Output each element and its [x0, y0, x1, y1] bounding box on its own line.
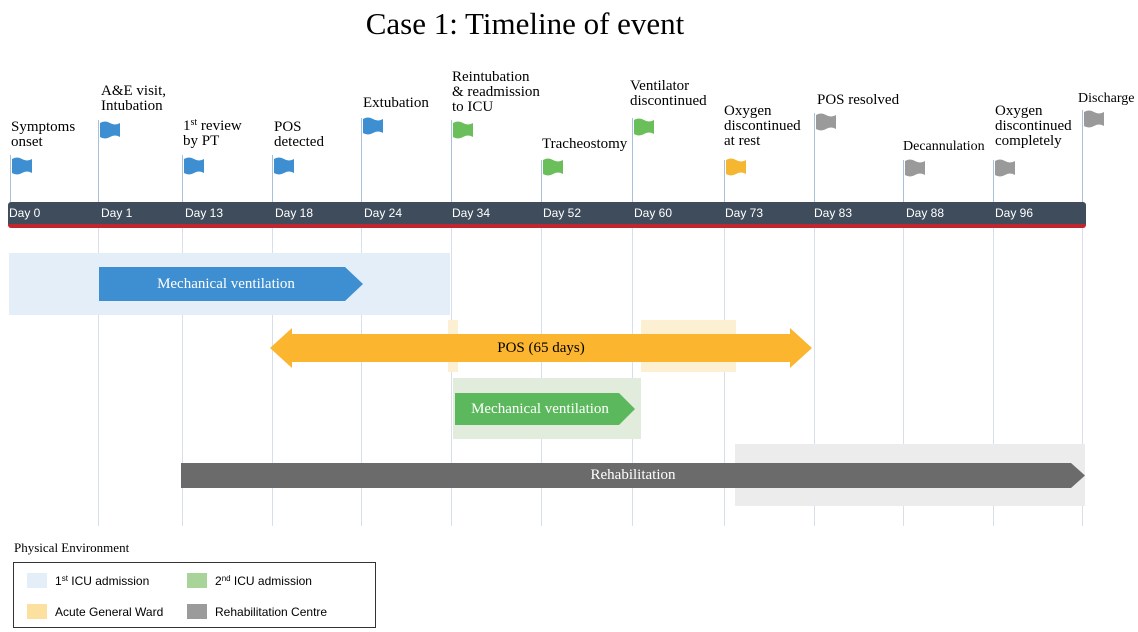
legend-label: Acute General Ward	[55, 604, 164, 619]
tick-label: Day 96	[995, 206, 1034, 220]
legend-label: 2nd ICU admission	[215, 573, 312, 588]
flag-icon	[184, 157, 204, 175]
flag-icon	[726, 158, 746, 176]
bar-label: POS (65 days)	[497, 339, 585, 356]
tick-label: Day 60	[634, 206, 673, 220]
tick-label: Day 13	[185, 206, 224, 220]
legend-swatch	[27, 604, 47, 619]
legend-label: Rehabilitation Centre	[215, 604, 328, 619]
flag-icon	[453, 121, 473, 139]
event-label-discharge: Discharge	[1078, 91, 1135, 106]
bar-mechanical-ventilation-2: Mechanical ventilation	[455, 393, 635, 425]
legend-swatch	[27, 573, 47, 588]
bar-label: Rehabilitation	[590, 467, 676, 483]
tick-label: Day 83	[814, 206, 853, 220]
flag-icon	[274, 157, 294, 175]
tick-label: Day 18	[275, 206, 314, 220]
tick-label: Day 88	[906, 206, 945, 220]
event-label-decannulation: Decannulation	[903, 139, 985, 154]
event-label-extubation: Extubation	[363, 95, 429, 111]
legend-item-first-icu: 1st ICU admission	[27, 573, 149, 588]
legend-swatch	[187, 604, 207, 619]
tick-label: Day 0	[9, 206, 41, 220]
event-label-oxygen-completely: Oxygen discontinued completely	[995, 103, 1072, 149]
legend-item-acute-ward: Acute General Ward	[27, 604, 163, 619]
legend-label: 1st ICU admission	[55, 573, 150, 588]
event-label-symptoms-onset: Symptoms onset	[11, 119, 76, 150]
flag-icon	[905, 159, 925, 177]
flag-icon	[816, 113, 836, 131]
tick-label: Day 34	[452, 206, 491, 220]
event-label-ventilator-discontinued: Ventilator discontinued	[630, 78, 707, 109]
bar-label: Mechanical ventilation	[471, 400, 609, 417]
flag-icon	[1084, 110, 1104, 128]
bar-pos: POS (65 days)	[270, 328, 812, 368]
event-label-intubation: A&E visit, Intubation	[101, 83, 167, 114]
tick-label: Day 1	[101, 206, 133, 220]
bar-rehabilitation: Rehabilitation	[181, 463, 1085, 488]
flag-icon	[995, 159, 1015, 177]
event-label-tracheostomy: Tracheostomy	[542, 136, 628, 152]
event-label-first-review: 1st review by PT	[183, 117, 242, 149]
flag-icon	[363, 117, 383, 135]
event-label-reintubation: Reintubation & readmission to ICU	[452, 69, 540, 115]
timeline-axis	[8, 202, 1086, 228]
flag-icon	[12, 157, 32, 175]
tick-label: Day 52	[543, 206, 582, 220]
tick-label: Day 73	[725, 206, 764, 220]
event-label-pos-detected: POS detected	[274, 119, 324, 150]
flag-icon	[634, 118, 654, 136]
legend-item-rehab-centre: Rehabilitation Centre	[187, 604, 327, 619]
legend-swatch	[187, 573, 207, 588]
tick-label: Day 24	[364, 206, 403, 220]
legend-item-second-icu: 2nd ICU admission	[187, 573, 312, 588]
bar-mechanical-ventilation-1: Mechanical ventilation	[99, 267, 363, 301]
legend-title: Physical Environment	[14, 540, 130, 555]
event-label-pos-resolved: POS resolved	[817, 92, 900, 108]
legend: 1st ICU admission 2nd ICU admission Acut…	[13, 562, 376, 628]
chart-title: Case 1: Timeline of event	[365, 6, 685, 41]
flag-icon	[543, 158, 563, 176]
event-label-oxygen-at-rest: Oxygen discontinued at rest	[724, 103, 801, 149]
bar-label: Mechanical ventilation	[157, 275, 295, 292]
flag-icon	[100, 121, 120, 139]
